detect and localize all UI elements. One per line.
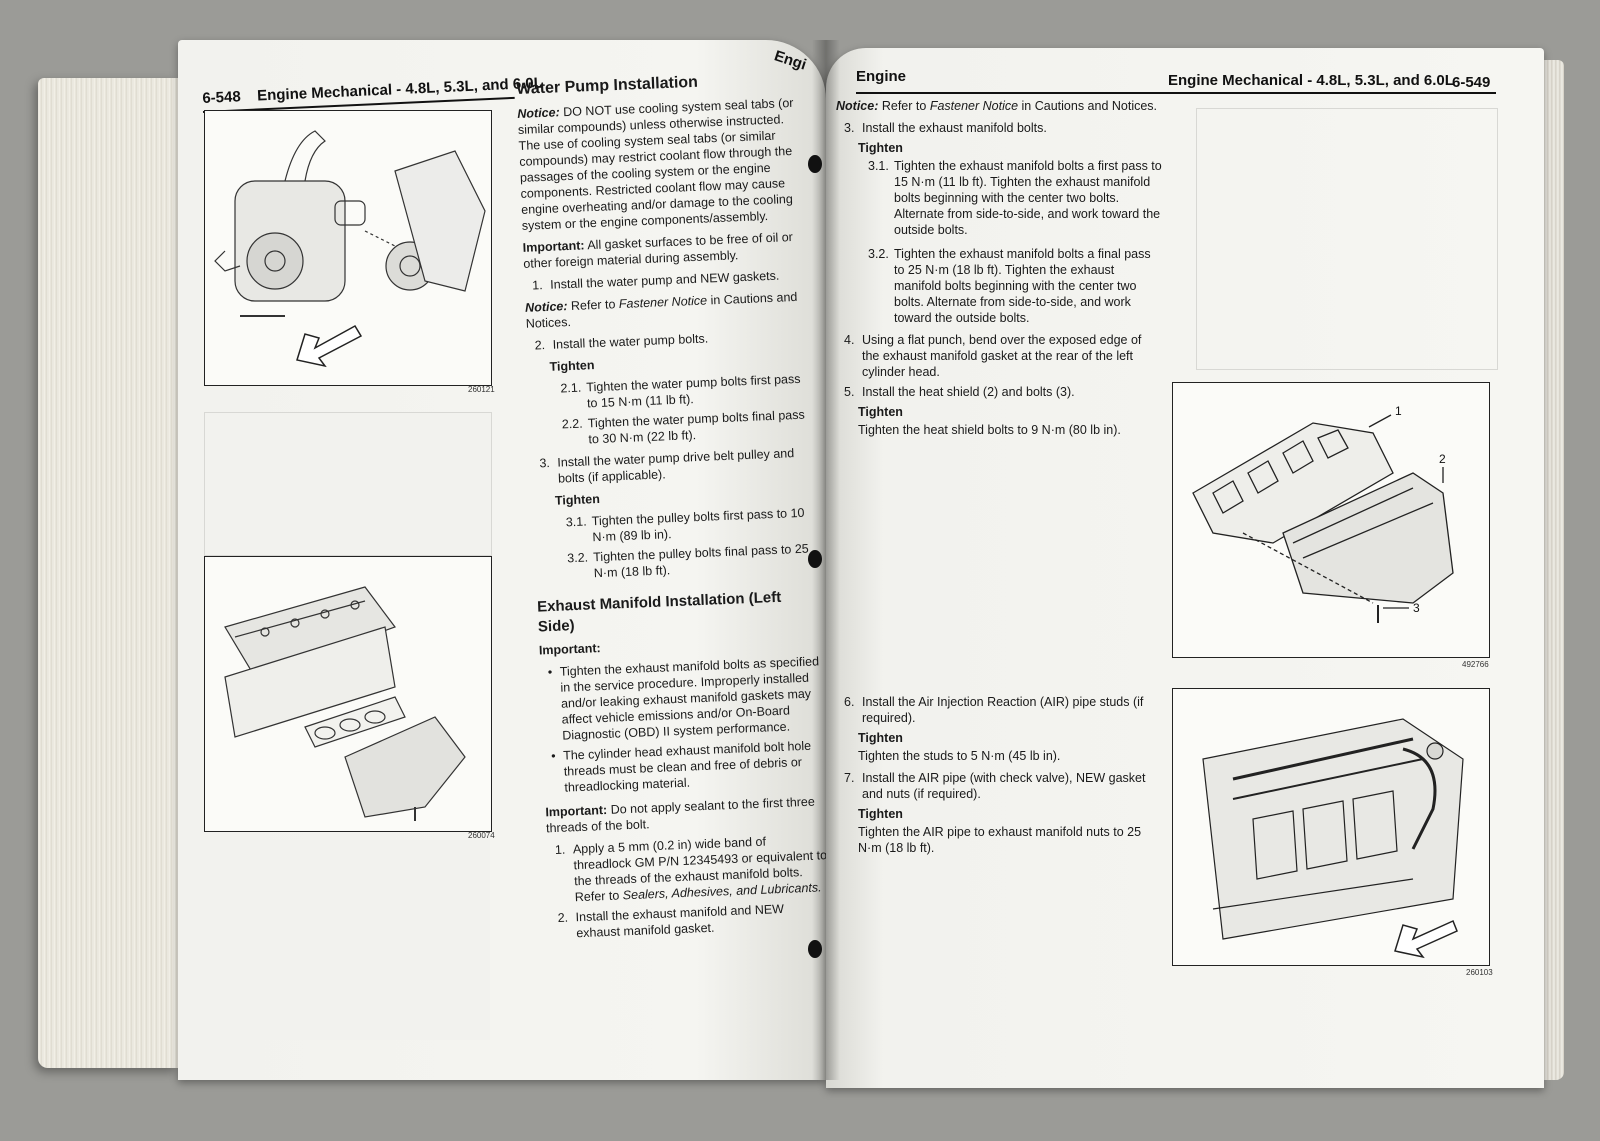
left-page-header: 6-548 Engine Mechanical - 4.8L, 5.3L, an… [202, 74, 563, 113]
right-step-3: 3.Install the exhaust manifold bolts. [844, 120, 1162, 136]
callout-3: 3 [1413, 601, 1420, 615]
air-pipe-figure [1172, 688, 1490, 966]
right-bleed-spacer [836, 444, 1162, 694]
left-page-number: 6-548 [202, 88, 242, 107]
right-step-5-tighten-label: Tighten [858, 405, 903, 419]
callout-2: 2 [1439, 452, 1446, 466]
right-step-3-1-text: Tighten the exhaust manifold bolts a fir… [894, 159, 1162, 237]
exhaust-manifold-figure [204, 556, 492, 832]
right-page-stack [1540, 60, 1564, 1080]
ghost-figure-bottom [204, 840, 490, 1040]
bullet-1: •Tighten the exhaust manifold bolts as s… [547, 653, 822, 744]
water-pump-illustration [214, 130, 486, 368]
heat-shield-figure: 1 2 3 [1172, 382, 1490, 658]
notice-1-text: DO NOT use cooling system seal tabs (or … [517, 96, 794, 234]
right-step-6: 6.Install the Air Injection Reaction (AI… [844, 694, 1162, 726]
step-3-1-text: Tighten the pulley bolts first pass to 1… [591, 506, 805, 545]
right-step-6-text: Install the Air Injection Reaction (AIR)… [862, 695, 1144, 725]
right-step-7-text: Install the AIR pipe (with check valve),… [862, 771, 1146, 801]
step-3-2: 3.2.Tighten the pulley bolts final pass … [567, 541, 816, 583]
step-3-1: 3.1.Tighten the pulley bolts first pass … [565, 505, 814, 547]
step-2-text: Install the water pump bolts. [552, 331, 709, 353]
left-running-title: Engine Mechanical - 4.8L, 5.3L, and 6.0L [256, 74, 544, 105]
binding-hole-2 [808, 550, 822, 568]
figure-2-number: 260074 [468, 831, 495, 840]
important-1-label: Important: [522, 238, 585, 256]
step-2-2-text: Tighten the water pump bolts final pass … [587, 408, 805, 447]
notice-2-pre: Refer to [570, 297, 616, 314]
right-left-title: Engine [856, 68, 907, 85]
binding-hole-3 [808, 940, 822, 958]
right-step-3-2: 3.2.Tighten the exhaust manifold bolts a… [868, 246, 1162, 326]
step-3: 3.Install the water pump drive belt pull… [539, 445, 812, 488]
right-text-column: Notice: Refer to Fastener Notice in Caut… [836, 98, 1162, 862]
notice-1-label: Notice: [517, 105, 561, 122]
right-notice-post: in Cautions and Notices. [1021, 99, 1158, 113]
step-2-1-text: Tighten the water pump bolts first pass … [586, 372, 801, 411]
step-3-2-text: Tighten the pulley bolts final pass to 2… [592, 542, 809, 581]
air-pipe-illustration [1202, 718, 1464, 959]
right-notice-pre: Refer to [881, 99, 927, 113]
step-2-1: 2.1.Tighten the water pump bolts first p… [560, 371, 809, 413]
important-3: Important: Do not apply sealant to the f… [545, 793, 826, 836]
exhaust-step-2: 2.Install the exhaust manifold and NEW e… [557, 899, 826, 942]
right-step-3-tighten: Tighten [858, 141, 903, 155]
right-step-6-tighten-label: Tighten [858, 731, 903, 745]
right-figure-2-number: 260103 [1466, 968, 1493, 977]
binding-hole-1 [808, 155, 822, 173]
step-2-2: 2.2.Tighten the water pump bolts final p… [562, 407, 811, 449]
notice-2-italic: Fastener Notice [618, 293, 708, 312]
right-step-4-text: Using a flat punch, bend over the expose… [862, 333, 1142, 379]
notice-2: Notice: Refer to Fastener Notice in Caut… [525, 289, 806, 332]
step-3-tighten: Tighten [554, 492, 601, 509]
exhaust-manifold-illustration [224, 586, 466, 821]
right-figure-1-number: 492766 [1462, 660, 1489, 669]
right-step-6-tighten: Tighten the studs to 5 N·m (45 lb in). [858, 749, 1061, 763]
right-header-rule [856, 92, 1496, 94]
water-pump-figure [204, 110, 492, 386]
exhaust-step-1-text: Apply a 5 mm (0.2 in) wide band of threa… [573, 831, 826, 905]
figure-1-number: 260121 [468, 385, 495, 394]
step-1-text: Install the water pump and NEW gaskets. [549, 269, 780, 293]
ghost-figure [204, 412, 492, 556]
exhaust-manifold-installation-title: Exhaust Manifold Installation (Left Side… [536, 589, 782, 636]
left-text-column: Water Pump Installation Notice: DO NOT u… [516, 69, 826, 942]
right-step-5: 5.Install the heat shield (2) and bolts … [844, 384, 1162, 400]
right-step-5-text: Install the heat shield (2) and bolts (3… [862, 385, 1075, 399]
bullet-1-text: Tighten the exhaust manifold bolts as sp… [559, 654, 820, 743]
right-page-number: 6-549 [1452, 74, 1491, 91]
right-step-7-tighten-label: Tighten [858, 807, 903, 821]
right-step-7: 7.Install the AIR pipe (with check valve… [844, 770, 1162, 802]
bullet-2: •The cylinder head exhaust manifold bolt… [551, 737, 825, 796]
right-step-3-2-text: Tighten the exhaust manifold bolts a fin… [894, 247, 1151, 325]
important-1: Important: All gasket surfaces to be fre… [522, 229, 803, 272]
right-step-5-tighten: Tighten the heat shield bolts to 9 N·m (… [858, 423, 1121, 437]
exhaust-step-1: 1.Apply a 5 mm (0.2 in) wide band of thr… [555, 831, 826, 906]
right-notice-label: Notice: [836, 99, 879, 113]
heat-shield-illustration: 1 2 3 [1192, 404, 1454, 623]
important-3-label: Important: [545, 802, 608, 820]
notice-2-label: Notice: [524, 299, 568, 316]
step-3-text: Install the water pump drive belt pulley… [557, 446, 795, 487]
callout-1: 1 [1395, 404, 1402, 418]
left-page-stack [38, 78, 178, 1068]
right-step-4: 4.Using a flat punch, bend over the expo… [844, 332, 1162, 380]
step-2-tighten: Tighten [549, 358, 595, 375]
notice-1: Notice: DO NOT use cooling system seal t… [517, 95, 802, 234]
right-page: Engine Engine Mechanical - 4.8L, 5.3L, a… [826, 48, 1544, 1088]
left-page: 6-548 Engine Mechanical - 4.8L, 5.3L, an… [178, 40, 826, 1080]
bullet-2-text: The cylinder head exhaust manifold bolt … [562, 738, 812, 795]
exhaust-step-2-text: Install the exhaust manifold and NEW exh… [575, 901, 785, 941]
right-running-title: Engine Mechanical - 4.8L, 5.3L, and 6.0L [1168, 72, 1454, 89]
right-step-3-1: 3.1.Tighten the exhaust manifold bolts a… [868, 159, 1162, 237]
right-notice: Notice: Refer to Fastener Notice in Caut… [836, 98, 1162, 114]
right-notice-italic: Fastener Notice [929, 99, 1019, 113]
right-step-7-tighten: Tighten the AIR pipe to exhaust manifold… [858, 825, 1142, 855]
right-ghost-figure [1196, 108, 1498, 370]
right-step-3-text: Install the exhaust manifold bolts. [862, 121, 1047, 135]
